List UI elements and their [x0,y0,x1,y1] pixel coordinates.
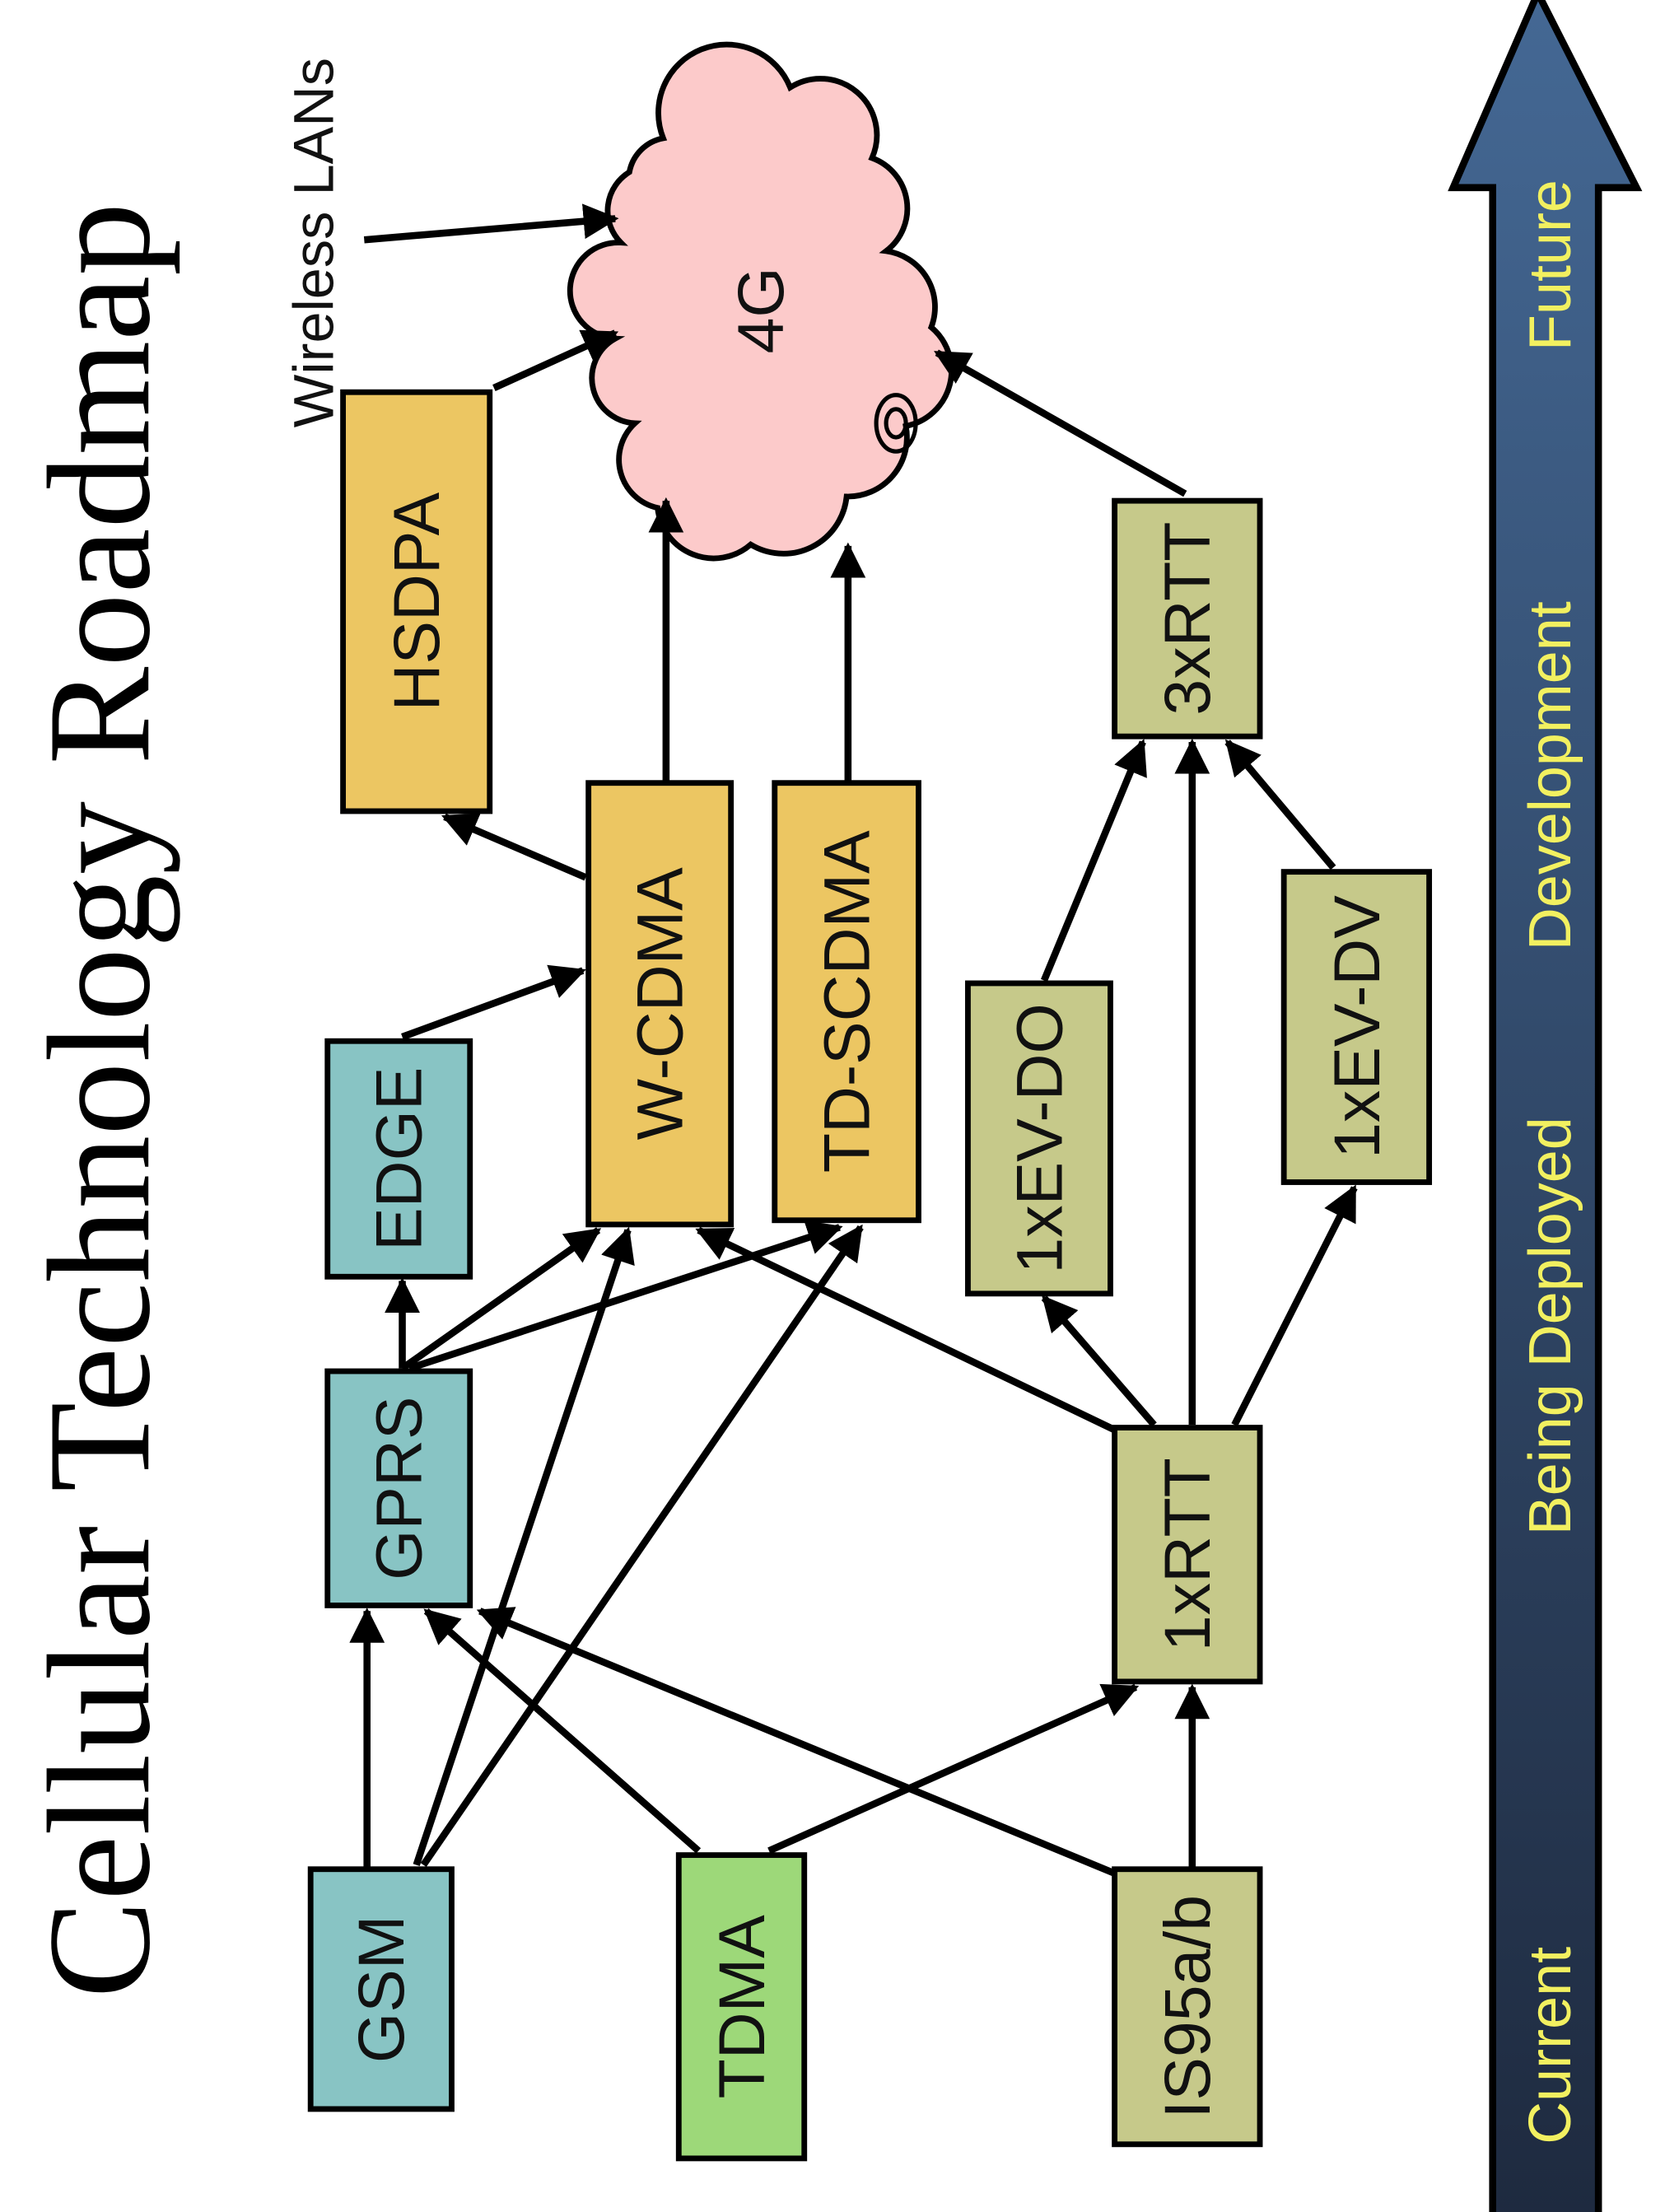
node-tdscdma: TD-SCDMA [772,780,921,1224]
edge-evdo-to-threexrtt [1040,739,1147,982]
edge-onexrtt-to-evdo [1041,1295,1157,1427]
edge-gprs-to-tdscdma [408,1220,843,1372]
nodes: GSM TDMA IS95a/b GPRS EDGE 1xRTT W-CDMA TD-SCDM… [307,389,1433,2162]
node-gsm: GSM [307,1866,455,2112]
timeline-arrow: Current Being Deployed Development Futur… [1448,0,1643,2212]
edge-gprs-to-wcdma [400,1227,602,1372]
node-box [1112,497,1263,740]
node-edge: EDGE [324,1038,473,1280]
node-box [307,1866,455,2112]
node-gprs: GPRS [324,1368,473,1608]
node-hsdpa: HSDPA [340,389,493,814]
node-label: EDGE [363,1067,436,1251]
node-is95: IS95a/b [1112,1866,1263,2148]
node-label: HSDPA [380,492,453,711]
edge-wcdma-to-hsdpa [441,813,587,881]
node-box [965,980,1113,1297]
wireless-lans-label: Wireless LANs [282,58,346,427]
node-onexrtt: 1xRTT [1112,1425,1263,1685]
node-box [1112,1866,1263,2148]
node-label: 3xRTT [1151,522,1224,716]
edge-threexrtt-to-fourg [934,349,1187,497]
timeline-stage-future: Future [1518,180,1583,351]
timeline-stage-development: Development [1518,601,1583,950]
timeline-stage-current: Current [1518,1947,1583,2144]
node-label: GPRS [363,1397,436,1580]
node-box [1280,869,1433,1185]
node-evdv: 1xEV-DV [1280,869,1433,1185]
node-tdma: TDMA [675,1852,808,2162]
node-label: W-CDMA [624,867,697,1141]
cloud-spiral-icon [874,393,918,454]
edge-onexrtt-to-wcdma [695,1226,1121,1435]
node-4g-cloud: 4G [567,41,954,562]
node-box [324,1368,473,1608]
node-label: 1xEV-DV [1321,895,1393,1159]
node-box [772,780,921,1224]
edge-onexrtt-to-evdv [1231,1184,1358,1427]
timeline-stage-being-deployed: Being Deployed [1518,1117,1583,1535]
node-box [675,1852,808,2162]
node-label: GSM [345,1916,417,2063]
edge-gsm-to-tdscdma [420,1224,864,1868]
node-4g-label: 4G [725,267,797,353]
node-label: 1xRTT [1151,1458,1224,1651]
edge-hsdpa-to-fourg [492,329,619,391]
node-evdo: 1xEV-DO [965,980,1113,1297]
edge-wlan-to-fourg [363,203,619,244]
node-label: IS95a/b [1151,1895,1224,2119]
edge-gsm-to-wcdma [413,1226,635,1866]
node-threexrtt: 3xRTT [1112,497,1263,740]
node-box [324,1038,473,1280]
node-label: TDMA [706,1915,778,2099]
node-box [585,780,735,1228]
edge-edge-to-wcdma [401,964,586,1041]
node-box [1112,1425,1263,1685]
edge-evdv-to-threexrtt [1224,739,1336,870]
edge-tdma-to-onexrtt [767,1683,1140,1855]
node-wcdma: W-CDMA [585,780,735,1228]
node-label: TD-SCDMA [811,830,884,1173]
node-box [340,389,493,814]
edge-tdma-to-gprs [423,1608,702,1854]
node-label: 1xEV-DO [1003,1003,1075,1273]
page-title: Cellular Technology Roadmap [17,203,180,1999]
edges [349,203,1358,1880]
edge-is95-to-gprs [476,1607,1123,1880]
